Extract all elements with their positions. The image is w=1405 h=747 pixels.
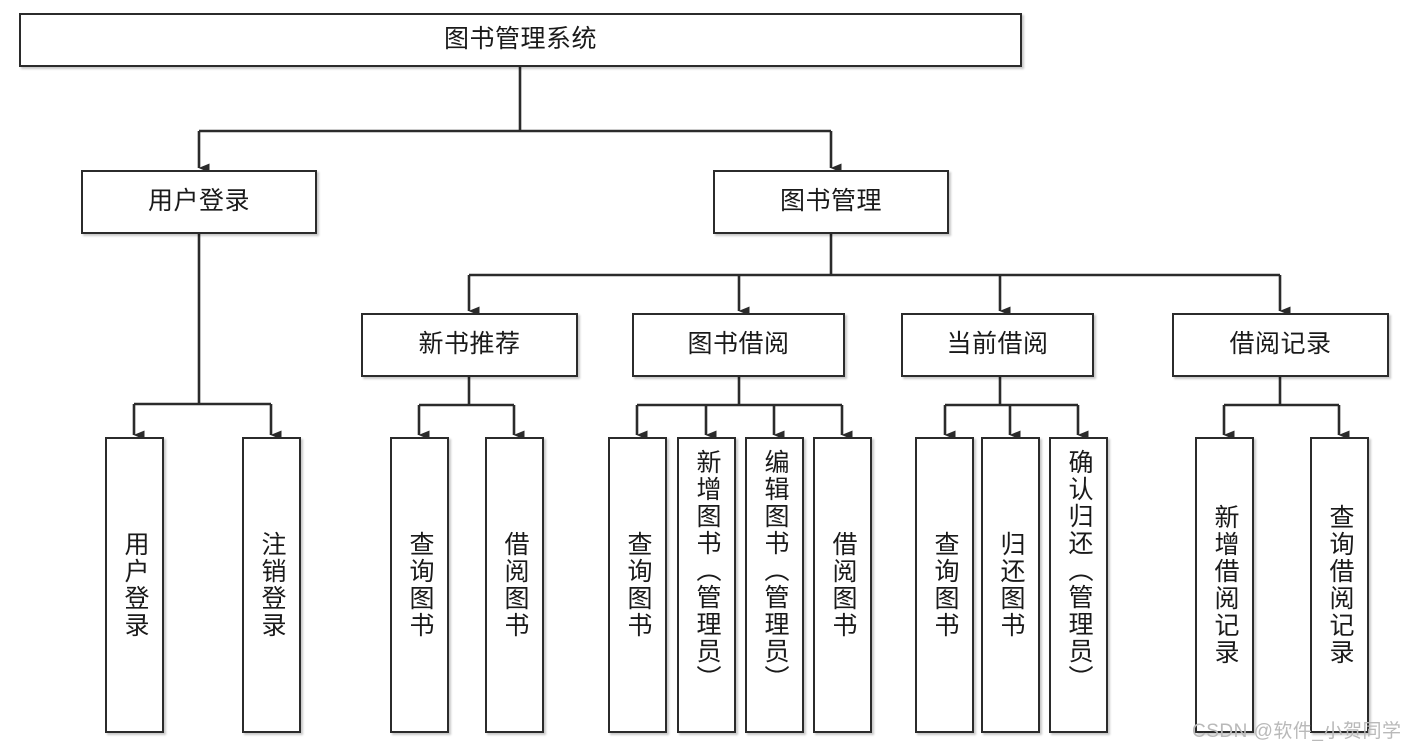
node-current-borrow[interactable]: 当前借阅 <box>901 313 1094 377</box>
watermark: CSDN @软件_小贺同学 <box>1192 721 1402 742</box>
leaf-user-login-signin[interactable]: 用户登录 <box>105 437 164 733</box>
leaf-records-query[interactable]: 查询借阅记录 <box>1310 437 1369 733</box>
leaf-records-add[interactable]: 新增借阅记录 <box>1195 437 1254 733</box>
leaf-current-confirm-return-label: 确认归还（管理员） <box>1065 449 1093 692</box>
leaf-new-book-query-label: 查询图书 <box>406 531 434 639</box>
leaf-current-query-book[interactable]: 查询图书 <box>915 437 974 733</box>
node-user-login-label: 用户登录 <box>147 187 250 216</box>
leaf-current-query-book-label: 查询图书 <box>931 531 959 639</box>
leaf-new-book-borrow[interactable]: 借阅图书 <box>485 437 544 733</box>
leaf-borrow-add-book[interactable]: 新增图书（管理员） <box>677 437 736 733</box>
node-book-borrow[interactable]: 图书借阅 <box>632 313 845 377</box>
leaf-borrow-borrow-book[interactable]: 借阅图书 <box>813 437 872 733</box>
leaf-borrow-borrow-book-label: 借阅图书 <box>829 531 857 639</box>
leaf-current-confirm-return[interactable]: 确认归还（管理员） <box>1049 437 1108 733</box>
node-user-login[interactable]: 用户登录 <box>81 170 317 234</box>
leaf-current-return-book-label: 归还图书 <box>997 531 1025 639</box>
node-new-book-recommend-label: 新书推荐 <box>418 330 521 359</box>
leaf-borrow-edit-book-label: 编辑图书（管理员） <box>761 449 789 692</box>
leaf-borrow-query-book[interactable]: 查询图书 <box>608 437 667 733</box>
node-book-management[interactable]: 图书管理 <box>713 170 949 234</box>
node-root[interactable]: 图书管理系统 <box>19 13 1022 67</box>
node-new-book-recommend[interactable]: 新书推荐 <box>361 313 578 377</box>
leaf-user-login-signout[interactable]: 注销登录 <box>242 437 301 733</box>
node-book-borrow-label: 图书借阅 <box>687 330 790 359</box>
leaf-user-login-signout-label: 注销登录 <box>258 531 286 639</box>
leaf-borrow-edit-book[interactable]: 编辑图书（管理员） <box>745 437 804 733</box>
leaf-records-add-label: 新增借阅记录 <box>1211 504 1239 666</box>
leaf-new-book-query[interactable]: 查询图书 <box>390 437 449 733</box>
leaf-borrow-query-book-label: 查询图书 <box>624 531 652 639</box>
leaf-user-login-signin-label: 用户登录 <box>121 531 149 639</box>
node-borrow-records-label: 借阅记录 <box>1229 330 1332 359</box>
node-root-label: 图书管理系统 <box>443 25 597 54</box>
leaf-records-query-label: 查询借阅记录 <box>1326 504 1354 666</box>
node-borrow-records[interactable]: 借阅记录 <box>1172 313 1389 377</box>
leaf-current-return-book[interactable]: 归还图书 <box>981 437 1040 733</box>
node-current-borrow-label: 当前借阅 <box>946 330 1049 359</box>
node-book-management-label: 图书管理 <box>779 187 882 216</box>
leaf-new-book-borrow-label: 借阅图书 <box>501 531 529 639</box>
leaf-borrow-add-book-label: 新增图书（管理员） <box>693 449 721 692</box>
